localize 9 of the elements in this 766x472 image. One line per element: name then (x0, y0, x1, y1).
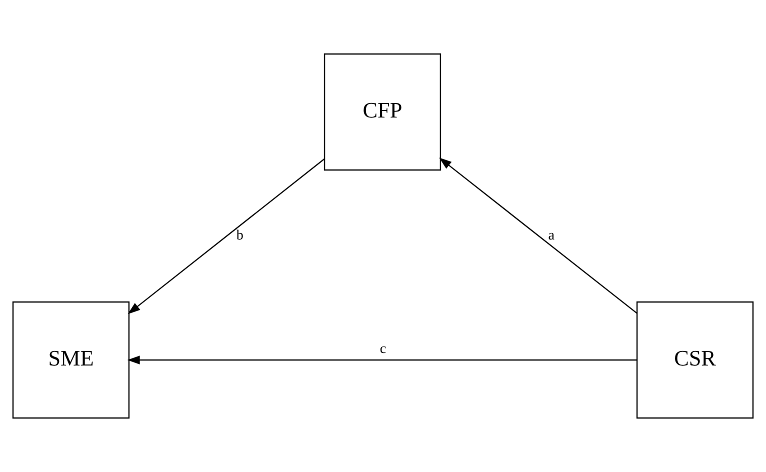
node-box: SME (12, 301, 130, 419)
arrow (439, 158, 638, 314)
arrow (128, 158, 325, 314)
arrow (127, 356, 637, 364)
node-box: CSR (636, 301, 754, 419)
edge-label: c (380, 341, 386, 358)
edge-label: a (548, 228, 554, 244)
node-box: CFP (324, 53, 442, 171)
edge-label: b (236, 228, 244, 244)
